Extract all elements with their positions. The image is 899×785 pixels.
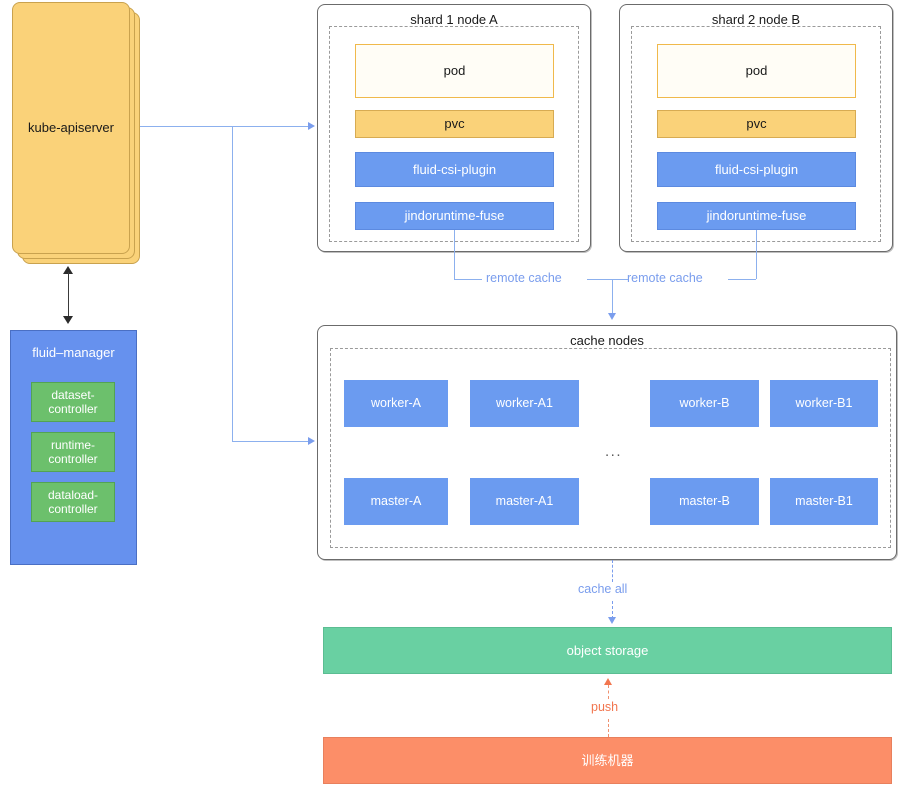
shard-2-fluid-csi-plugin[interactable]: fluid-csi-plugin — [657, 152, 856, 187]
controller-runtime[interactable]: runtime- controller — [31, 432, 115, 472]
fluid-manager-box[interactable]: fluid–manager — [10, 330, 137, 565]
cache-all-label: cache all — [578, 582, 628, 596]
shard-1-pod[interactable]: pod — [355, 44, 554, 98]
cache-all-line-lower — [612, 601, 613, 619]
manager-link-arrow-down — [63, 316, 73, 324]
cache-node-worker-a1[interactable]: worker-A1 — [470, 380, 579, 427]
apiserver-to-cachenodes-line — [232, 441, 308, 442]
cache-nodes-ellipsis: ... — [605, 443, 623, 460]
cache-nodes-inner-dashed — [330, 348, 891, 548]
shard-2-jindoruntime-fuse[interactable]: jindoruntime-fuse — [657, 202, 856, 230]
push-line-upper — [608, 685, 609, 699]
object-storage-bar[interactable]: object storage — [323, 627, 892, 674]
cache-node-worker-b[interactable]: worker-B — [650, 380, 759, 427]
shard-2-remote-cache-vertical — [756, 230, 757, 279]
apiserver-branch-vertical — [232, 126, 233, 441]
shard-2-remote-cache-horizontal — [728, 279, 756, 280]
cache-node-master-a1[interactable]: master-A1 — [470, 478, 579, 525]
apiserver-card[interactable]: kube-apiserver — [12, 2, 130, 254]
cache-node-worker-b1[interactable]: worker-B1 — [770, 380, 878, 427]
remote-cache-left-join — [587, 279, 612, 280]
shard-1-title: shard 1 node A — [410, 12, 498, 27]
shard-1-pvc[interactable]: pvc — [355, 110, 554, 138]
apiserver-link-arrow-up — [63, 266, 73, 274]
cache-nodes-title: cache nodes — [570, 333, 644, 348]
cache-node-worker-a[interactable]: worker-A — [344, 380, 448, 427]
apiserver-to-cachenodes-arrow — [308, 436, 315, 445]
remote-cache-label-right: remote cache — [627, 271, 703, 285]
shard-1-remote-cache-vertical — [454, 230, 455, 279]
apiserver-manager-link-line — [67, 272, 69, 316]
apiserver-label: kube-apiserver — [28, 120, 114, 136]
apiserver-to-shard1-arrow — [308, 121, 315, 130]
training-machine-bar[interactable]: 训练机器 — [323, 737, 892, 784]
shard-2-pvc[interactable]: pvc — [657, 110, 856, 138]
cache-node-master-b1[interactable]: master-B1 — [770, 478, 878, 525]
apiserver-out-line — [140, 126, 308, 127]
shard-2-pod[interactable]: pod — [657, 44, 856, 98]
cache-all-arrow — [607, 617, 616, 624]
push-line-lower — [608, 719, 609, 737]
remote-cache-right-join — [612, 279, 628, 280]
cache-node-master-a[interactable]: master-A — [344, 478, 448, 525]
remote-cache-to-cachenodes-arrow — [607, 313, 616, 320]
push-label: push — [591, 700, 619, 714]
fluid-manager-title: fluid–manager — [32, 345, 115, 360]
shard-1-fluid-csi-plugin[interactable]: fluid-csi-plugin — [355, 152, 554, 187]
remote-cache-merge-vertical — [612, 279, 613, 315]
shard-2-title: shard 2 node B — [711, 12, 801, 27]
remote-cache-label-left: remote cache — [486, 271, 562, 285]
controller-dataload[interactable]: dataload- controller — [31, 482, 115, 522]
cache-node-master-b[interactable]: master-B — [650, 478, 759, 525]
shard-1-remote-cache-horizontal — [454, 279, 482, 280]
cache-all-line-upper — [612, 560, 613, 582]
controller-dataset[interactable]: dataset- controller — [31, 382, 115, 422]
push-arrow — [603, 678, 612, 685]
shard-1-jindoruntime-fuse[interactable]: jindoruntime-fuse — [355, 202, 554, 230]
